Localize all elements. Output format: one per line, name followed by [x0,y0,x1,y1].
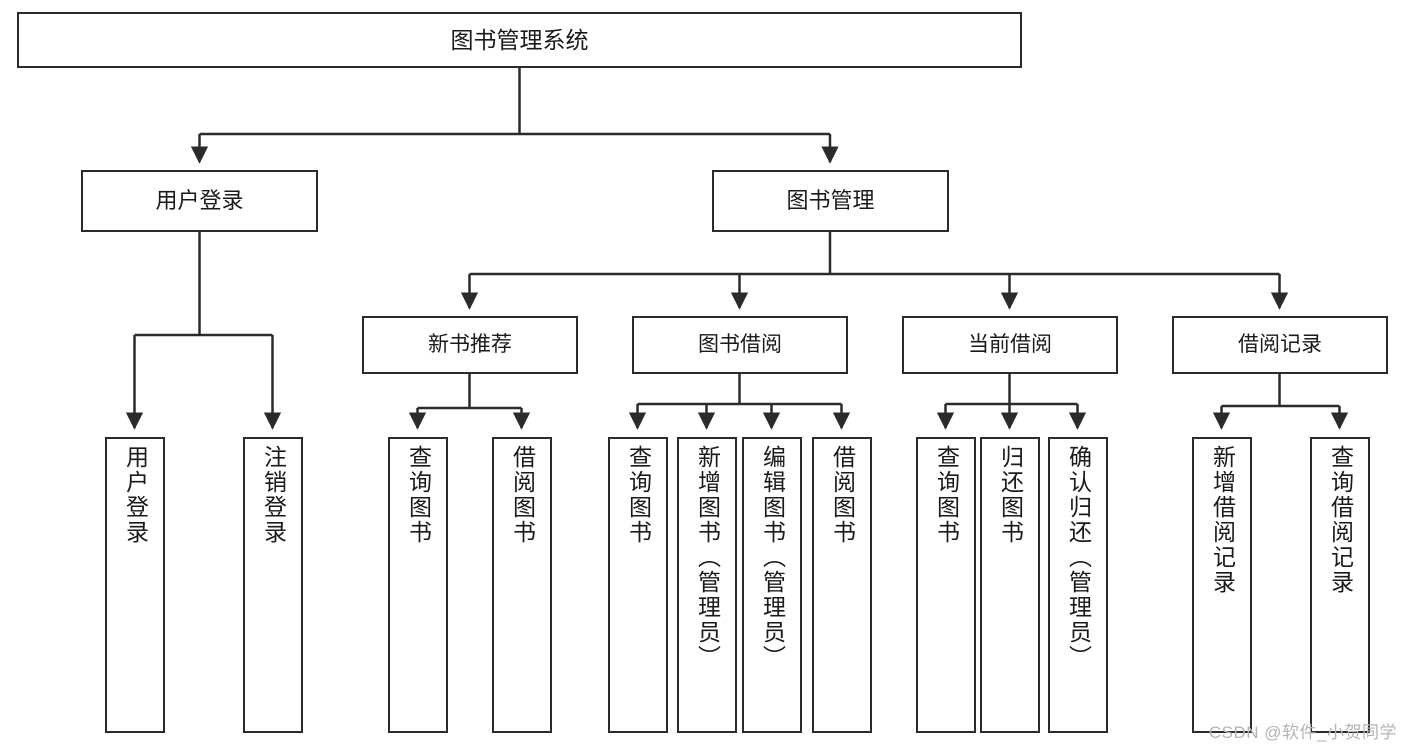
node-label: 归还图书 [997,445,1024,545]
leaf-add-book-admin[interactable]: 新增图书（管理员） [677,437,737,733]
node-label: 借阅记录 [1238,332,1322,356]
leaf-user-login[interactable]: 用户登录 [105,437,165,733]
node-label: 查询借阅记录 [1327,445,1354,595]
node-label: 查询图书 [933,445,960,545]
leaf-add-borrow-record[interactable]: 新增借阅记录 [1192,437,1252,733]
node-label: 图书管理 [786,188,875,214]
node-label: 借阅图书 [829,445,856,545]
node-borrow-records[interactable]: 借阅记录 [1172,316,1388,374]
leaf-borrow-book-recommend[interactable]: 借阅图书 [492,437,552,733]
node-label: 新增图书（管理员） [694,445,721,670]
node-user-login[interactable]: 用户登录 [81,170,318,232]
node-label: 确认归还（管理员） [1065,445,1092,670]
node-label: 注销登录 [260,445,287,545]
node-label: 编辑图书（管理员） [759,445,786,670]
leaf-query-book-borrow[interactable]: 查询图书 [608,437,668,733]
watermark: CSDN @软件_小贺同学 [1208,723,1397,742]
node-label: 查询图书 [405,445,432,545]
node-label: 新增借阅记录 [1209,445,1236,595]
leaf-query-book-current[interactable]: 查询图书 [916,437,976,733]
node-label: 图书管理系统 [450,26,589,53]
node-root-system[interactable]: 图书管理系统 [17,12,1022,68]
node-new-book-recommend[interactable]: 新书推荐 [362,316,578,374]
node-label: 用户登录 [122,445,149,545]
node-label: 用户登录 [155,188,244,214]
node-book-management[interactable]: 图书管理 [712,170,949,232]
node-label: 借阅图书 [509,445,536,545]
leaf-borrow-book[interactable]: 借阅图书 [812,437,872,733]
leaf-query-book-recommend[interactable]: 查询图书 [388,437,448,733]
leaf-return-book[interactable]: 归还图书 [980,437,1040,733]
node-label: 查询图书 [625,445,652,545]
node-label: 图书借阅 [698,332,782,356]
leaf-logout[interactable]: 注销登录 [243,437,303,733]
node-label: 新书推荐 [428,332,512,356]
node-label: 当前借阅 [968,332,1052,356]
node-current-borrow[interactable]: 当前借阅 [902,316,1118,374]
leaf-edit-book-admin[interactable]: 编辑图书（管理员） [742,437,802,733]
node-book-borrow[interactable]: 图书借阅 [632,316,848,374]
leaf-confirm-return-admin[interactable]: 确认归还（管理员） [1048,437,1108,733]
leaf-query-borrow-record[interactable]: 查询借阅记录 [1310,437,1370,733]
